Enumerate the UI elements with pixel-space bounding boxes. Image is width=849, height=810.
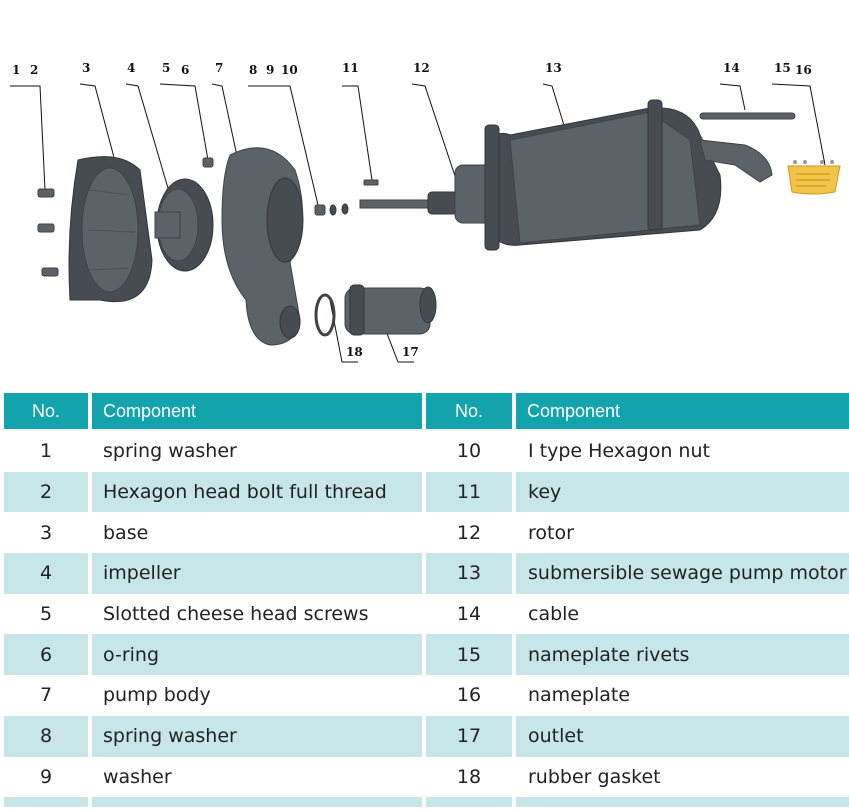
- row-no: 8: [4, 715, 88, 757]
- rubber-gasket: [314, 293, 336, 337]
- callout-9: 9: [266, 63, 274, 77]
- exploded-pump-diagram: 1 2 3 4 5 6 7 8 9 10 11 12 13 14 15 16 1…: [10, 61, 841, 363]
- table-row: 1 spring washer 10 I type Hexagon nut: [0, 431, 849, 472]
- callout-4: 4: [127, 61, 135, 75]
- callout-18: 18: [346, 345, 363, 359]
- row-no: 13: [426, 553, 512, 594]
- table-header: No. Component No. Component: [0, 393, 849, 429]
- cheese-head-screw: [202, 157, 214, 168]
- key: [363, 179, 379, 186]
- callout-15: 15: [774, 61, 791, 75]
- table-row: 4 impeller 13 submersible sewage pump mo…: [0, 553, 849, 594]
- table-row: 5 Slotted cheese head screws 14 cable: [0, 594, 849, 635]
- header-no-left: No.: [4, 393, 88, 429]
- row-component: rotor: [528, 521, 574, 544]
- row-no-empty: [4, 797, 88, 808]
- callout-3: 3: [82, 61, 90, 75]
- rotor: [359, 164, 496, 224]
- callout-7: 7: [215, 61, 223, 75]
- callout-2: 2: [30, 63, 38, 77]
- row-component: o-ring: [92, 634, 422, 676]
- row-component: nameplate rivets: [516, 634, 849, 676]
- row-component: pump body: [103, 684, 211, 707]
- row-no: 1: [39, 440, 53, 463]
- impeller: [154, 178, 214, 272]
- callout-12: 12: [413, 61, 430, 75]
- row-no: 17: [426, 715, 512, 757]
- motor: [484, 99, 722, 251]
- table-row: 2 Hexagon head bolt full thread 11 key: [0, 471, 849, 513]
- row-component-empty: [92, 797, 422, 808]
- callout-11: 11: [342, 61, 359, 75]
- header-no-right: No.: [426, 393, 512, 429]
- callout-16: 16: [795, 63, 812, 77]
- table-row-cutoff: [0, 797, 849, 808]
- callout-6: 6: [181, 63, 189, 77]
- table-row: 8 spring washer 17 outlet: [0, 715, 849, 757]
- row-component: key: [516, 471, 849, 513]
- row-component-empty: [516, 797, 849, 808]
- callout-14: 14: [723, 61, 740, 75]
- outlet: [344, 284, 437, 336]
- row-component: I type Hexagon nut: [528, 440, 710, 463]
- row-component: base: [103, 521, 149, 544]
- callout-13: 13: [545, 61, 562, 75]
- row-component: Slotted cheese head screws: [103, 603, 369, 626]
- row-no: 7: [39, 684, 53, 707]
- row-component: washer: [103, 765, 172, 788]
- row-no: 4: [4, 553, 88, 594]
- cable: [699, 112, 796, 183]
- row-no: 18: [456, 765, 482, 788]
- callout-1: 1: [12, 63, 20, 77]
- row-no: 10: [456, 440, 482, 463]
- row-component: submersible sewage pump motor: [516, 553, 849, 594]
- row-no: 5: [39, 603, 53, 626]
- row-no: 9: [39, 765, 53, 788]
- table-row: 6 o-ring 15 nameplate rivets: [0, 634, 849, 676]
- callout-8: 8: [249, 63, 257, 77]
- header-component-right: Component: [516, 393, 849, 429]
- callout-17: 17: [402, 345, 419, 359]
- table-row: 9 washer 18 rubber gasket: [0, 757, 849, 798]
- components-table: No. Component No. Component 1 spring was…: [0, 393, 849, 808]
- row-no: 11: [426, 471, 512, 513]
- row-no-empty: [426, 797, 512, 808]
- table-row: 3 base 12 rotor: [0, 512, 849, 553]
- header-component-left: Component: [92, 393, 422, 429]
- row-component: spring washer: [92, 715, 422, 757]
- row-no: 14: [456, 603, 482, 626]
- nameplate: [787, 160, 841, 195]
- row-component: rubber gasket: [528, 765, 661, 788]
- row-component: impeller: [92, 553, 422, 594]
- row-component: Hexagon head bolt full thread: [92, 471, 422, 513]
- row-no: 3: [39, 521, 53, 544]
- callout-5: 5: [162, 61, 170, 75]
- row-no: 12: [456, 521, 482, 544]
- row-component: nameplate: [528, 684, 631, 707]
- callout-10: 10: [281, 63, 298, 77]
- row-no: 2: [4, 471, 88, 513]
- row-component: spring washer: [103, 440, 237, 463]
- row-no: 6: [4, 634, 88, 676]
- base: [68, 156, 153, 303]
- bolts: [37, 188, 59, 277]
- nut-and-washers: [314, 203, 349, 216]
- row-component: cable: [528, 603, 580, 626]
- row-component: outlet: [516, 715, 849, 757]
- row-no: 15: [426, 634, 512, 676]
- table-row: 7 pump body 16 nameplate: [0, 675, 849, 716]
- row-no: 16: [456, 684, 482, 707]
- pump-body: [221, 147, 304, 346]
